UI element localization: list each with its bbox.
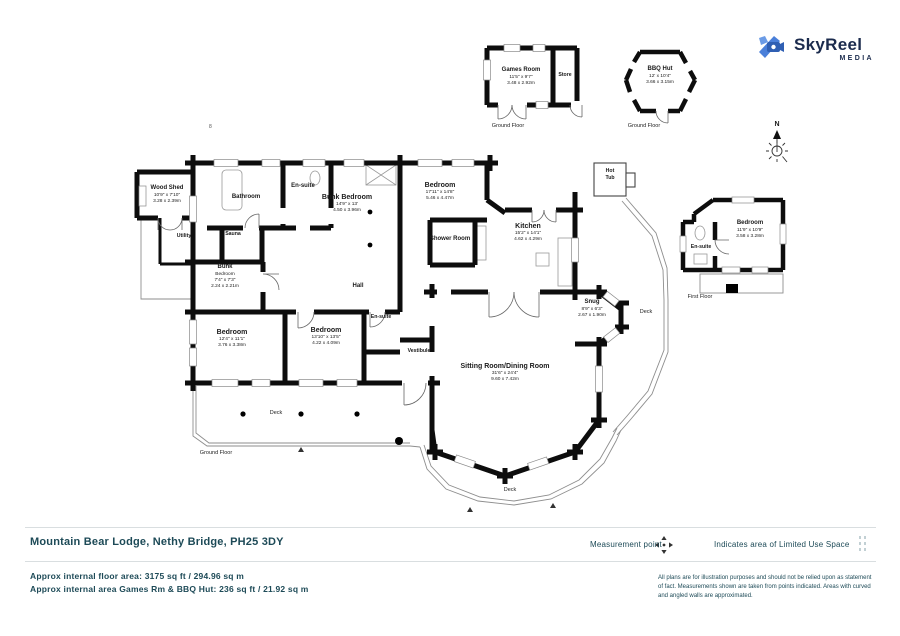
deck-label-left: Deck: [269, 410, 283, 416]
bbq-hut-floor-label: Ground Floor: [627, 123, 661, 129]
first-floor-balcony: [699, 273, 784, 294]
room-label-bathroom: Bathroom: [231, 194, 261, 200]
room-label-sitting-room: Sitting Room/Dining Room 31'6" x 24'4" 9…: [460, 363, 550, 383]
room-label-vestibule: Vestibule: [407, 348, 431, 354]
room-label-sauna: Sauna: [225, 231, 241, 237]
room-label-ensuite-top: En-suite: [291, 183, 315, 189]
room-label-snug: Snug 8'9" x 6'3" 2.67 x 1.90m: [578, 299, 606, 319]
walls-first-floor: [680, 197, 786, 273]
ground-floor-label: Ground Floor: [199, 450, 233, 456]
room-label-ff-bedroom: Bedroom 11'9" x 10'9" 3.58 x 3.28m: [736, 220, 764, 240]
skyreel-logo: SkyReel MEDIA: [794, 36, 874, 62]
measurement-point-label: Measurement point: [590, 540, 662, 549]
games-room-doors: [497, 101, 583, 120]
divider-bottom: [25, 561, 876, 562]
room-label-bedroom-top: Bedroom 17'11" x 14'8" 5.46 x 4.47m: [424, 182, 456, 202]
compass-north-label: N: [774, 121, 780, 128]
disclaimer: All plans are for illustration purposes …: [658, 575, 872, 599]
first-floor-door: [712, 239, 730, 256]
room-label-utility: Utility: [176, 233, 192, 239]
room-label-hot-tub: Hot Tub: [605, 168, 615, 181]
area-total: Approx internal floor area: 3175 sq ft /…: [30, 571, 244, 581]
bbq-door-arc: [655, 110, 669, 124]
door-arcs: [157, 209, 557, 406]
property-address: Mountain Bear Lodge, Nethy Bridge, PH25 …: [30, 536, 284, 548]
skyreel-logo-icon: [759, 36, 784, 58]
room-label-ensuite-mid: En-suite: [370, 314, 392, 320]
limited-use-icon: [859, 536, 866, 554]
deck-label-bottom: Deck: [503, 487, 517, 493]
limited-use-label: Indicates area of Limited Use Space: [714, 540, 850, 549]
hot-tub-outline: [593, 162, 636, 197]
fixtures: [221, 164, 708, 287]
plan-mark: 8: [209, 124, 212, 130]
deck-label-right: Deck: [639, 309, 653, 315]
room-label-wood-shed: Wood Shed 10'9" x 7'10" 3.28 x 2.39m: [150, 185, 184, 205]
room-label-bbq-hut: BBQ Hut 12' x 10'4" 3.66 x 3.15m: [646, 66, 674, 86]
room-label-games-room: Games Room 11'5" x 9'7" 3.48 x 2.92m: [501, 67, 541, 87]
room-label-ff-ensuite: En-suite: [690, 244, 712, 250]
compass-icon: [766, 130, 788, 163]
brand-subtitle: MEDIA: [839, 55, 874, 62]
walls-bbq-hut: [623, 49, 698, 114]
first-floor-label: First Floor: [687, 294, 713, 300]
measurement-point-icon: [655, 536, 673, 554]
room-label-bunk-bedroom: Bunk Bedroom 14'9" x 13' 4.50 x 3.96m: [321, 194, 373, 214]
room-label-kitchen: Kitchen 15'2" x 14'1" 4.62 x 4.29m: [514, 223, 542, 243]
room-label-bedroom-mid: Bedroom 13'10" x 13'5" 4.22 x 4.09m: [310, 327, 342, 347]
brand-name: SkyReel: [794, 35, 863, 54]
first-floor-windows: [679, 196, 787, 274]
room-label-hall: Hall: [352, 283, 364, 289]
games-room-windows: [483, 44, 549, 109]
games-room-floor-label: Ground Floor: [491, 123, 525, 129]
room-label-bedroom-left: Bedroom 12'4" x 11'1" 3.76 x 3.38m: [216, 329, 248, 349]
deck-posts: [240, 209, 403, 445]
room-label-shower-room: Shower Room: [429, 236, 471, 242]
area-outbuildings: Approx internal area Games Rm & BBQ Hut:…: [30, 584, 309, 594]
door-openings: [243, 208, 540, 388]
deck-outline: [140, 197, 669, 506]
measurement-arrows: [298, 447, 556, 512]
divider-top: [25, 527, 876, 528]
room-label-store: Store: [558, 72, 572, 78]
windows: [138, 159, 621, 471]
room-label-bunk-small: Bunk Bedroom 7'4" x 7'3" 2.24 x 2.21m: [211, 264, 239, 290]
log-crosses: [185, 155, 629, 484]
